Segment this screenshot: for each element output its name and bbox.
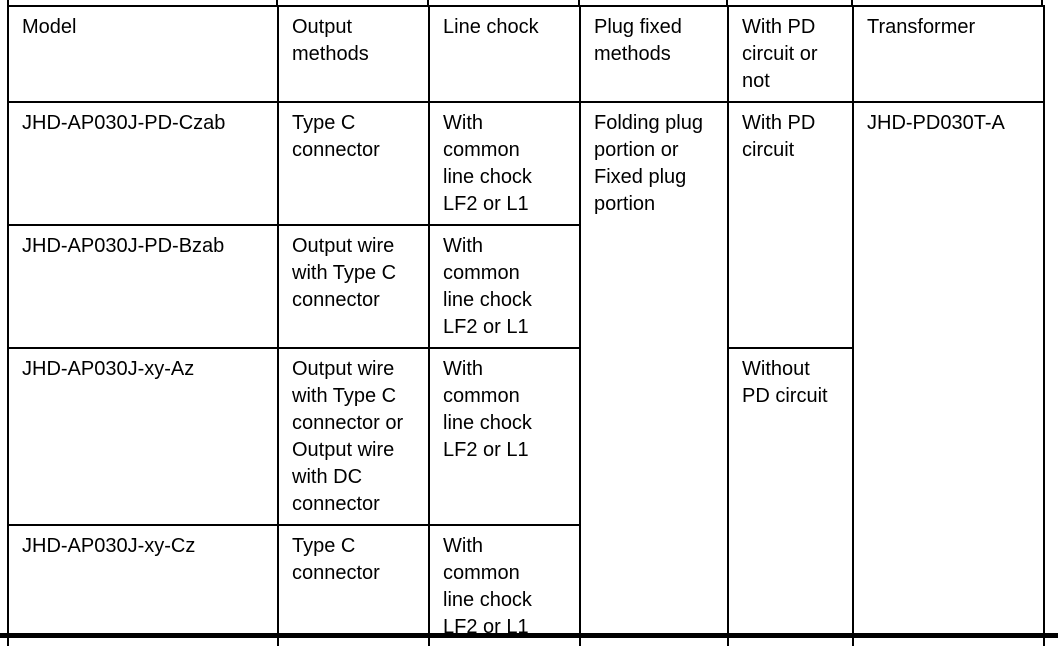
header-row: Model Output methods Line chock Plug fix…: [7, 5, 1045, 103]
without-pd-circuit-cell: Without PD circuit: [727, 347, 854, 646]
table-continuation-tick: [578, 0, 580, 7]
table-row: JHD-AP030J-xy-Az Output wire with Type C…: [7, 347, 1044, 646]
header-output-methods: Output methods: [277, 5, 430, 103]
page-bottom-rule: [0, 633, 1058, 638]
table-continuation-tick: [276, 0, 278, 7]
model-cell: JHD-AP030J-xy-Az: [7, 347, 279, 526]
output-methods-cell: Type C connector: [277, 101, 430, 226]
header-plug-fixed-methods: Plug fixed methods: [579, 5, 729, 103]
model-spec-table: Model Output methods Line chock Plug fix…: [7, 5, 1045, 646]
table-row: JHD-AP030J-PD-Bzab Output wire with Type…: [7, 224, 1044, 349]
transformer-cell: JHD-PD030T-A: [852, 101, 1045, 646]
model-cell: JHD-AP030J-PD-Bzab: [7, 224, 279, 349]
table-continuation-tick: [427, 0, 429, 7]
table-row: JHD-AP030J-xy-Cz Type C connector With c…: [7, 524, 1044, 646]
plug-fixed-methods-cell: Folding plug portion or Fixed plug porti…: [579, 101, 729, 646]
output-methods-cell: Output wire with Type C connector: [277, 224, 430, 349]
line-chock-cell: With common line chock LF2 or L1: [428, 224, 581, 349]
header-model: Model: [7, 5, 279, 103]
header-line-chock: Line chock: [428, 5, 581, 103]
model-cell: JHD-AP030J-xy-Cz: [7, 524, 279, 646]
header-pd-circuit: With PD circuit or not: [727, 5, 854, 103]
table-continuation-tick: [1041, 0, 1043, 7]
with-pd-circuit-cell: With PD circuit: [727, 101, 854, 349]
output-methods-cell: Output wire with Type C connector or Out…: [277, 347, 430, 526]
output-methods-cell: Type C connector: [277, 524, 430, 646]
table-row: JHD-AP030J-PD-Czab Type C connector With…: [7, 101, 1045, 646]
header-transformer: Transformer: [852, 5, 1045, 103]
line-chock-cell: With common line chock LF2 or L1: [428, 347, 581, 526]
table-continuation-tick: [851, 0, 853, 7]
line-chock-cell: With common line chock LF2 or L1: [428, 101, 581, 226]
table-continuation-tick: [7, 0, 9, 7]
model-cell: JHD-AP030J-PD-Czab: [7, 101, 279, 226]
line-chock-cell: With common line chock LF2 or L1: [428, 524, 581, 646]
table-continuation-tick: [726, 0, 728, 7]
